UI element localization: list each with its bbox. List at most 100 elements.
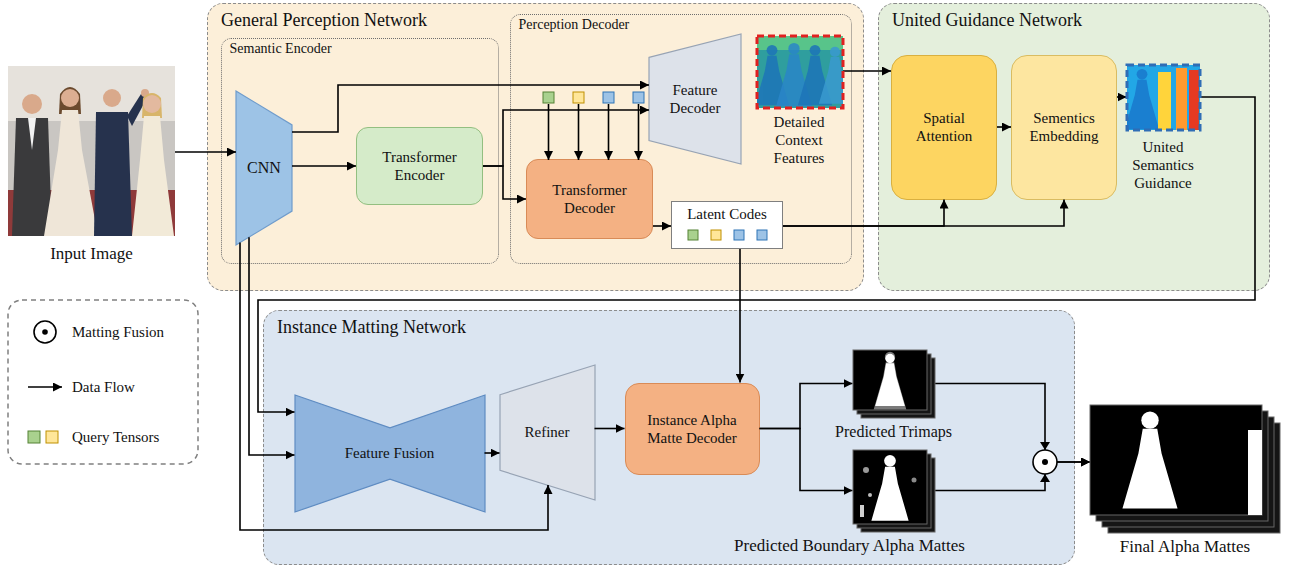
matting-fusion-symbol bbox=[1033, 450, 1057, 474]
legend-frame bbox=[42, 329, 48, 335]
data-flow-arrow bbox=[783, 200, 1064, 227]
refiner-block: Refiner bbox=[500, 365, 595, 500]
guidance-map-picture bbox=[1127, 65, 1200, 130]
input-photo bbox=[12, 118, 52, 236]
matting-fusion-symbol bbox=[1040, 442, 1050, 450]
boundary-matte-stack bbox=[853, 450, 927, 524]
feature-map-picture bbox=[757, 36, 843, 50]
box-label: Instance Alpha Matte Decoder bbox=[646, 411, 738, 447]
feature-map: Detailed Context Features bbox=[756, 35, 842, 107]
data-flow-arrow bbox=[653, 225, 671, 227]
feature-map-picture bbox=[798, 45, 832, 105]
fusion-block: Feature Fusion bbox=[295, 395, 485, 512]
panel-title: United Guidance Network bbox=[892, 10, 1082, 32]
final-matte-stack bbox=[1248, 430, 1262, 515]
block-outline bbox=[295, 395, 485, 512]
boundary-matte-stack bbox=[868, 493, 872, 497]
input-photo bbox=[8, 66, 175, 236]
boundary-matte-stack bbox=[860, 455, 917, 521]
image-caption: Final Alpha Mattes bbox=[1120, 537, 1250, 557]
boundary-matte-stack bbox=[861, 458, 935, 532]
data-flow-arrow bbox=[595, 428, 625, 430]
data-flow-arrow bbox=[1117, 96, 1127, 98]
query-tensors bbox=[578, 104, 580, 160]
data-flow-arrow bbox=[997, 126, 1011, 128]
input-photo bbox=[28, 118, 36, 150]
block-label: CNN bbox=[247, 158, 281, 177]
group-title: Semantic Encoder bbox=[230, 41, 332, 58]
input-photo bbox=[143, 95, 161, 113]
box-label: Spatial Attention bbox=[900, 109, 988, 145]
input-photo bbox=[44, 110, 98, 236]
cnn-block: CNN bbox=[236, 91, 292, 245]
encoder-box: Transformer Encoder bbox=[356, 127, 483, 205]
data-flow-arrow bbox=[783, 200, 944, 227]
latent-code-squares bbox=[688, 230, 698, 240]
input-photo bbox=[103, 89, 121, 107]
image-caption: Predicted Trimaps bbox=[835, 422, 952, 441]
matting-fusion-symbol bbox=[1040, 474, 1050, 482]
final-matte-stack bbox=[1090, 405, 1280, 533]
boundary-matte-stack bbox=[853, 450, 935, 532]
feature-map-picture bbox=[757, 36, 843, 108]
data-flow-arrow bbox=[935, 384, 1091, 463]
latent-code-squares bbox=[711, 230, 721, 240]
data-flow-arrow bbox=[485, 452, 500, 454]
legend-label: Data Flow bbox=[72, 378, 135, 396]
guidance-map-picture bbox=[1125, 65, 1200, 130]
legend-entry: Matting Fusion bbox=[72, 323, 164, 341]
guidance-map-picture bbox=[1176, 68, 1187, 130]
input-photo bbox=[59, 87, 81, 114]
feature-map-picture bbox=[755, 36, 851, 108]
trimap-stack bbox=[875, 354, 905, 406]
trimap-stack bbox=[874, 352, 907, 410]
decoder-box: Transformer Decoder bbox=[526, 159, 653, 239]
data-flow-arrow bbox=[842, 70, 891, 72]
block-label: Refiner bbox=[525, 423, 570, 441]
legend-frame bbox=[28, 431, 40, 443]
data-flow-arrow bbox=[175, 151, 236, 153]
query-tensors bbox=[543, 92, 554, 103]
guidance-map-picture bbox=[1127, 65, 1200, 130]
attention-box: Spatial Attention bbox=[891, 55, 997, 200]
trimap-stack bbox=[857, 354, 931, 414]
data-flow-arrow bbox=[760, 384, 853, 429]
image-caption: Predicted Boundary Alpha Mattes bbox=[734, 536, 965, 556]
legend-frame bbox=[34, 321, 56, 343]
input-photo bbox=[61, 89, 79, 107]
panel-title: General Perception Network bbox=[221, 10, 427, 32]
input-photo bbox=[94, 112, 132, 236]
feature-map-picture bbox=[819, 47, 843, 104]
box-label: Latent Codes bbox=[687, 205, 767, 223]
query-tensors bbox=[638, 104, 640, 160]
legend-entry: Query Tensors bbox=[72, 428, 159, 446]
box-label: Transformer Decoder bbox=[537, 181, 642, 217]
latent-code-squares bbox=[688, 230, 767, 240]
input-photo bbox=[127, 94, 147, 126]
decoder-box: Instance Alpha Matte Decoder bbox=[625, 383, 760, 475]
final-matte-stack bbox=[1090, 405, 1262, 515]
guidance-map-picture bbox=[1127, 65, 1200, 130]
input-photo bbox=[8, 66, 175, 121]
module-group: Perception DecoderFeature DecoderDetaile… bbox=[510, 14, 852, 264]
trimap-stack bbox=[861, 358, 935, 418]
trimap-stack bbox=[853, 350, 935, 418]
group-title: Perception Decoder bbox=[519, 17, 630, 34]
feature-map-picture bbox=[776, 43, 812, 107]
input-photo bbox=[8, 190, 175, 236]
boundary-matte-stack bbox=[871, 455, 908, 521]
query-tensors bbox=[608, 104, 610, 160]
data-flow-arrow bbox=[483, 110, 649, 166]
legend-entry: Data Flow bbox=[72, 378, 135, 396]
boundary-matte-stack: Predicted Boundary Alpha Mattes bbox=[853, 450, 935, 532]
image-caption: Input Image bbox=[50, 244, 133, 264]
data-flow-arrow bbox=[483, 166, 526, 199]
data-flow-arrow bbox=[292, 165, 356, 167]
data-flow-arrow bbox=[240, 243, 548, 530]
input-image: Input Image bbox=[8, 66, 175, 236]
guidance-map: United Semantics Guidance bbox=[1127, 65, 1200, 130]
final-matte-stack bbox=[1122, 411, 1262, 515]
legend-frame bbox=[8, 300, 198, 464]
query-tensors bbox=[543, 92, 644, 160]
